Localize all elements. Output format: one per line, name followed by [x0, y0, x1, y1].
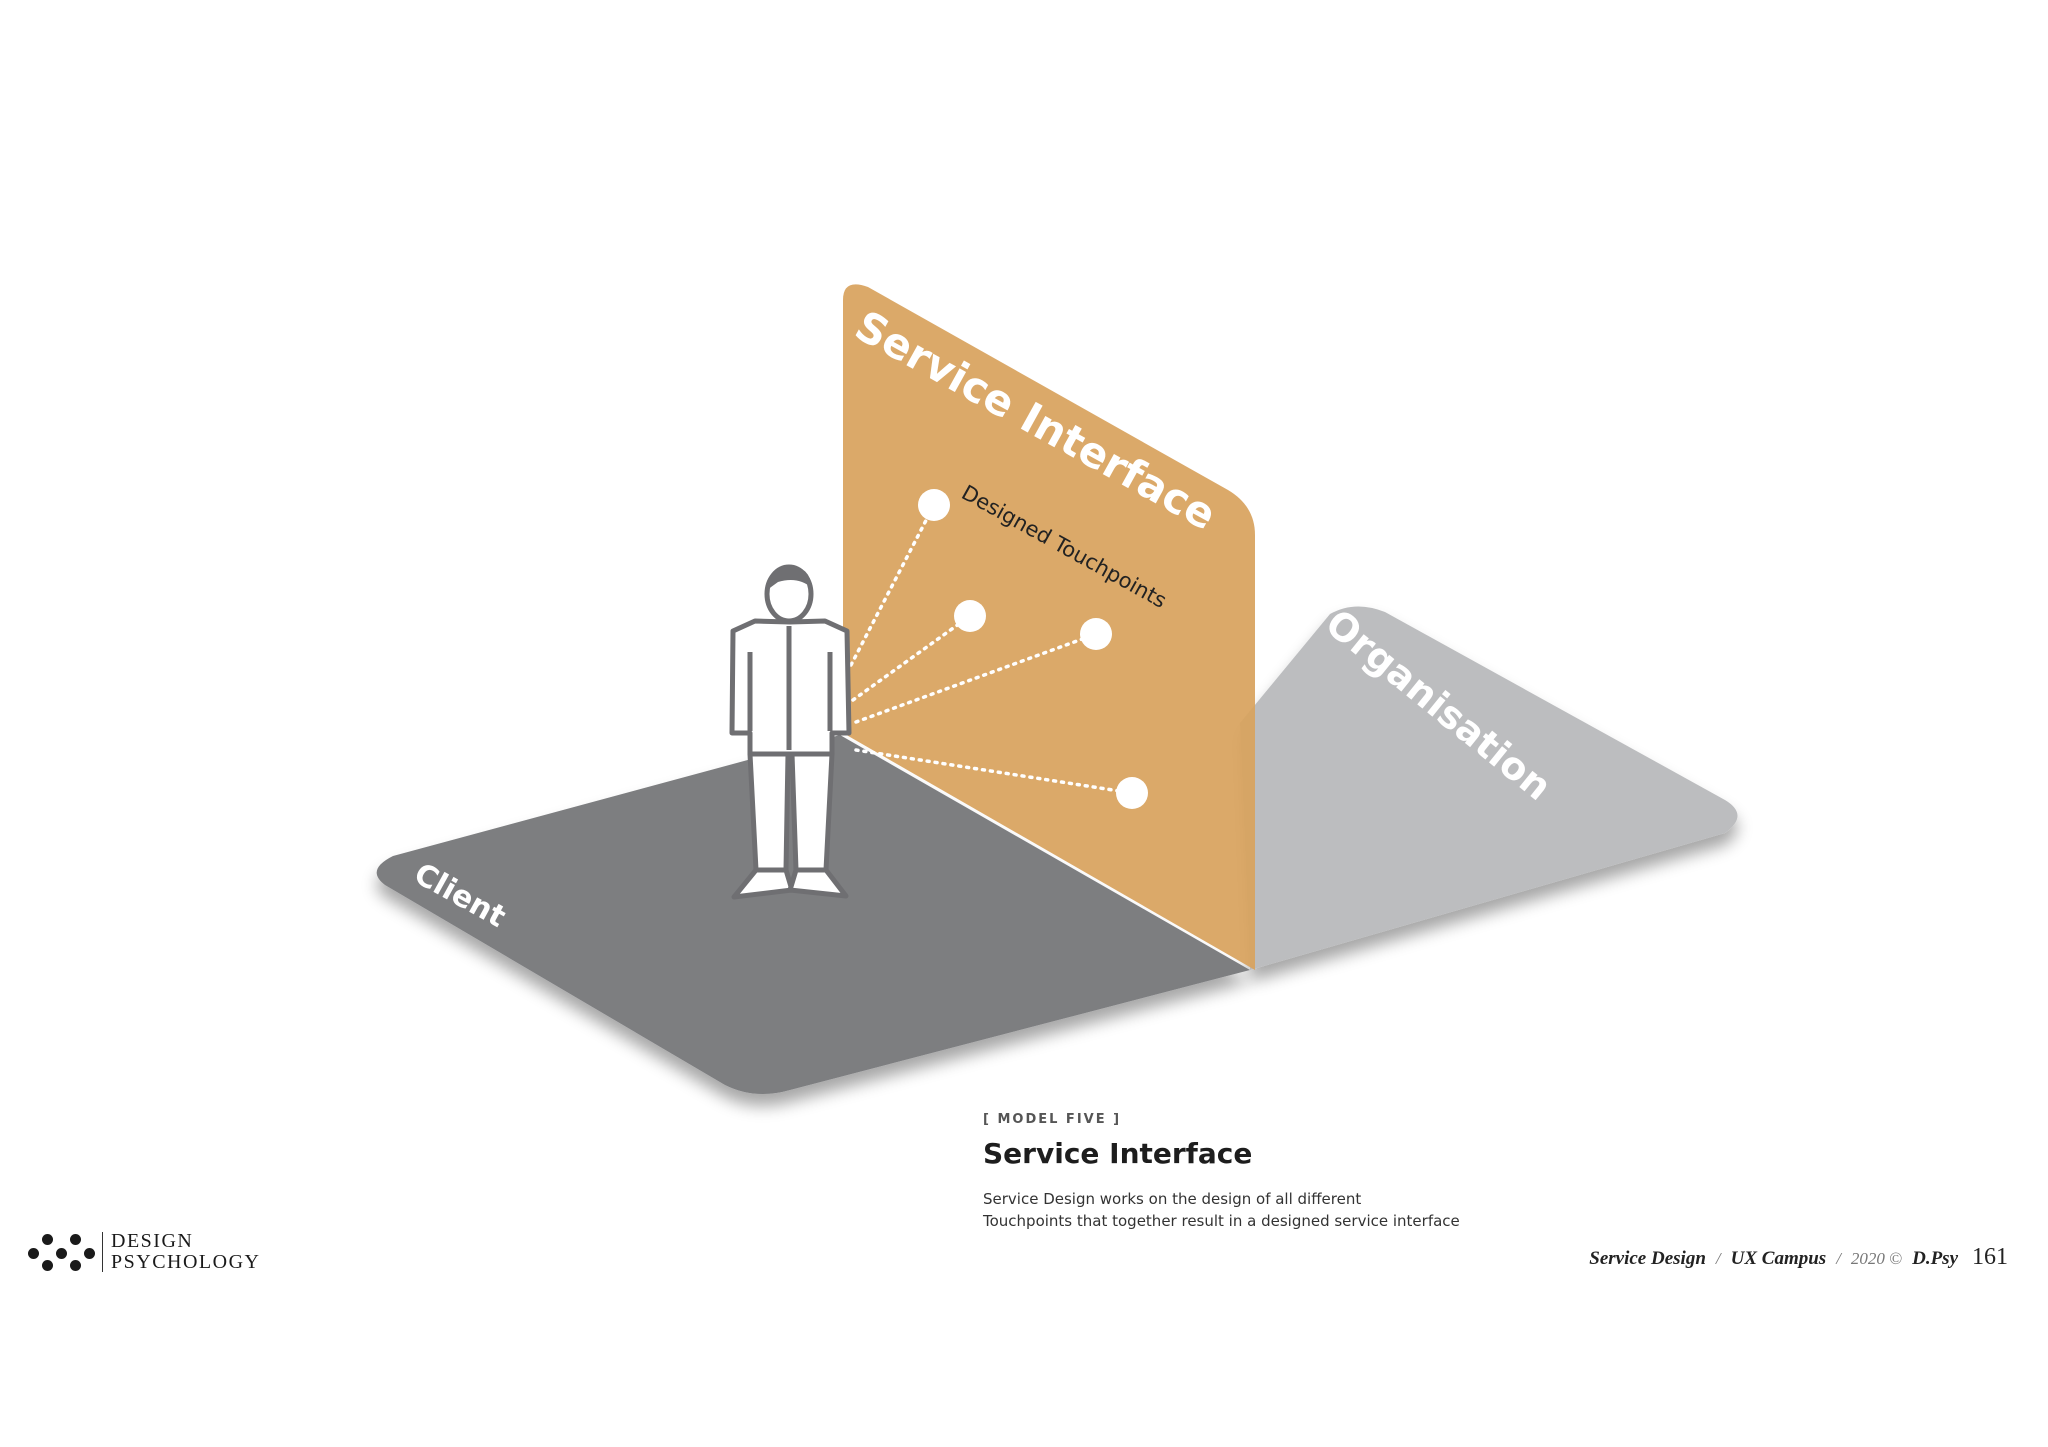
dots-logo-icon: [28, 1232, 95, 1272]
footer-year: 2020 ©: [1850, 1249, 1903, 1268]
caption-body-line: Service Design works on the design of al…: [983, 1190, 1362, 1208]
brand-line: DESIGN: [111, 1230, 194, 1252]
footer-campus: UX Campus: [1730, 1248, 1827, 1269]
caption-kicker: [ MODEL FIVE ]: [983, 1112, 1122, 1127]
caption-title: Service Interface: [983, 1137, 1253, 1170]
footer-separator: /: [1836, 1249, 1841, 1268]
person-icon: [729, 564, 852, 900]
client-plane: [376, 735, 1251, 1094]
connection-line: [849, 503, 936, 667]
touchpoint-dot: [1116, 777, 1148, 809]
connection-line: [854, 748, 1134, 795]
page-footer: Service Design / UX Campus / 2020 © D.Ps…: [1589, 1244, 2008, 1271]
touchpoint-connections: [849, 503, 1134, 795]
connection-line: [854, 632, 1098, 724]
touchpoint-dot: [1080, 618, 1112, 650]
footer-course: Service Design: [1589, 1248, 1706, 1269]
service-interface-plane: [843, 284, 1255, 970]
caption-body: Service Design works on the design of al…: [983, 1188, 1460, 1232]
caption-body-line: Touchpoints that together result in a de…: [983, 1212, 1460, 1230]
brand-name: DESIGN PSYCHOLOGY: [111, 1231, 260, 1273]
footer-author: D.Psy: [1912, 1248, 1958, 1269]
page-number: 161: [1972, 1244, 2008, 1270]
figure-caption: [ MODEL FIVE ] Service Interface Service…: [983, 1112, 1460, 1232]
connection-line: [851, 614, 972, 702]
touchpoint-dot: [954, 600, 986, 632]
brand-divider: [102, 1232, 103, 1272]
touchpoint-dot: [918, 489, 950, 521]
touchpoints: [918, 489, 1148, 809]
brand-logo: DESIGN PSYCHOLOGY: [28, 1228, 260, 1276]
footer-separator: /: [1715, 1249, 1721, 1268]
organisation-plane: [1240, 606, 1738, 970]
brand-line: PSYCHOLOGY: [111, 1251, 261, 1273]
